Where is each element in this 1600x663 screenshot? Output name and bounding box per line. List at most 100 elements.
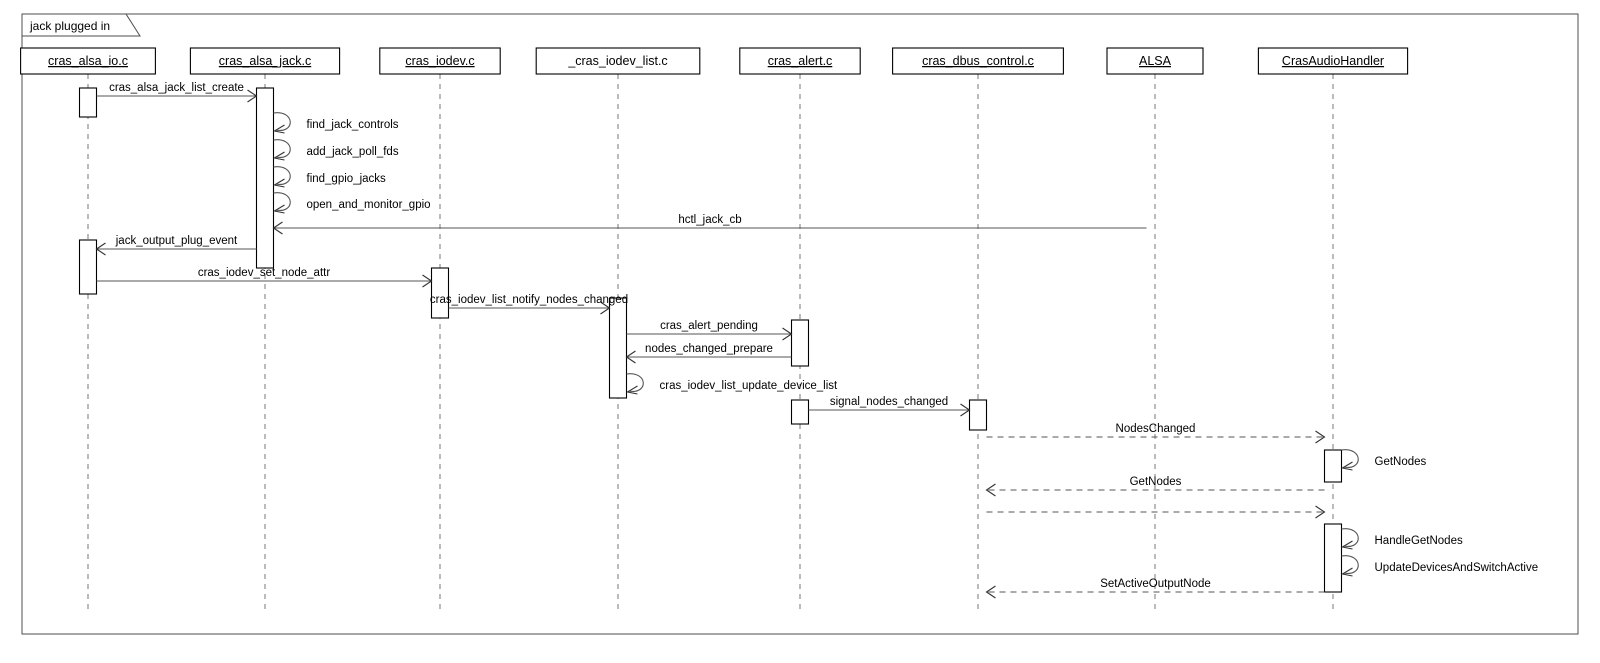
message-signal_nodes_changed: signal_nodes_changed xyxy=(808,396,971,417)
participant-label: cras_dbus_control.c xyxy=(922,54,1034,68)
lifelines-group xyxy=(87,74,1334,610)
message-label: SetActiveOutputNode xyxy=(1100,578,1211,590)
self-message-GetNodes: GetNodes xyxy=(1340,449,1427,471)
self-call-arc xyxy=(273,112,291,131)
frame-tab xyxy=(21,13,141,37)
message-label: cras_alert_pending xyxy=(660,320,758,332)
arrowhead xyxy=(272,204,285,214)
frame-label: jack plugged in xyxy=(29,19,110,33)
participant-label: CrasAudioHandler xyxy=(1282,54,1384,68)
self-message-open_and_monitor_gpio: open_and_monitor_gpio xyxy=(272,192,431,214)
message-jack_output_plug_event: jack_output_plug_event xyxy=(95,235,257,256)
self-message-label: find_jack_controls xyxy=(307,119,399,131)
arrowhead xyxy=(960,403,971,417)
arrowhead xyxy=(272,124,285,134)
participant-cras_dbus_control[interactable]: cras_dbus_control.c xyxy=(892,47,1064,75)
self-message-label: HandleGetNodes xyxy=(1375,535,1463,547)
participant-box[interactable] xyxy=(1257,47,1409,75)
activation-bar-cras_dbus_control xyxy=(968,399,988,431)
participant-label: cras_iodev.c xyxy=(405,54,474,68)
arrowhead xyxy=(272,178,285,188)
participant-cras_iodev[interactable]: cras_iodev.c xyxy=(379,47,501,75)
arrowhead xyxy=(625,350,636,364)
arrowhead xyxy=(1315,505,1326,519)
activation-bars-group xyxy=(78,87,1343,593)
arrowhead xyxy=(782,327,793,341)
message-unlabeled-10 xyxy=(986,505,1326,519)
activation-bar-cras_alsa_io xyxy=(78,239,98,295)
arrowhead xyxy=(247,89,258,103)
activation-bar-cras_iodev_list xyxy=(608,297,628,399)
participant-cras_alsa_jack[interactable]: cras_alsa_jack.c xyxy=(189,47,341,75)
message-cras_iodev_set_node_attr: cras_iodev_set_node_attr xyxy=(96,267,433,288)
participant-box[interactable] xyxy=(20,47,156,75)
message-label: NodesChanged xyxy=(1116,423,1196,435)
message-label: cras_iodev_set_node_attr xyxy=(198,267,331,279)
activation-bar-cras_alsa_jack xyxy=(255,87,275,269)
participant-cras_alsa_io[interactable]: cras_alsa_io.c xyxy=(20,47,156,75)
self-call-arc xyxy=(1341,528,1359,547)
participant-box[interactable] xyxy=(892,47,1064,75)
messages-group: cras_alsa_jack_list_create hctl_jack_cbja… xyxy=(95,82,1326,599)
self-call-arc xyxy=(273,139,291,158)
message-cras_alsa_jack_list_create: cras_alsa_jack_list_create xyxy=(96,82,258,103)
message-nodes_changed_prepare: nodes_changed_prepare xyxy=(625,343,792,364)
self-message-HandleGetNodes: HandleGetNodes xyxy=(1340,528,1463,550)
self-message-cras_iodev_list_update_device_list: cras_iodev_list_update_device_list xyxy=(625,373,838,395)
message-GetNodes: GetNodes xyxy=(985,476,1325,497)
activation-bar-cras_audio_handler xyxy=(1323,523,1343,593)
activation-bar-cras_audio_handler xyxy=(1323,449,1343,483)
participant-box[interactable] xyxy=(739,47,861,75)
message-SetActiveOutputNode: SetActiveOutputNode xyxy=(985,578,1325,599)
self-message-label: UpdateDevicesAndSwitchActive xyxy=(1375,562,1539,574)
participant-box[interactable] xyxy=(535,47,701,75)
participant-cras_alert[interactable]: cras_alert.c xyxy=(739,47,861,75)
participant-box[interactable] xyxy=(379,47,501,75)
arrowhead xyxy=(1340,461,1353,471)
participant-box[interactable] xyxy=(189,47,341,75)
participant-label: cras_alsa_io.c xyxy=(48,54,128,68)
self-call-arc xyxy=(1341,449,1359,468)
arrowhead xyxy=(272,221,283,235)
self-message-find_gpio_jacks: find_gpio_jacks xyxy=(272,166,386,188)
participant-cras_iodev_list[interactable]: _cras_iodev_list.c xyxy=(535,47,701,75)
arrowhead xyxy=(95,242,106,256)
self-call-arc xyxy=(273,192,291,211)
arrowhead xyxy=(625,385,638,395)
message-cras_alert_pending: cras_alert_pending xyxy=(626,320,793,341)
self-message-UpdateDevicesAndSwitchActive: UpdateDevicesAndSwitchActive xyxy=(1340,555,1539,577)
participant-label: cras_alert.c xyxy=(768,54,833,68)
arrowhead xyxy=(1340,540,1353,550)
frame-border xyxy=(21,13,1579,635)
activation-bar-cras_alert xyxy=(790,319,810,367)
self-call-arc xyxy=(626,373,644,392)
message-label: cras_alsa_jack_list_create xyxy=(109,82,244,94)
message-label: hctl_jack_cb xyxy=(678,214,741,226)
arrowhead xyxy=(985,483,996,497)
arrowhead xyxy=(422,274,433,288)
message-label: jack_output_plug_event xyxy=(115,235,238,247)
self-message-find_jack_controls: find_jack_controls xyxy=(272,112,399,134)
message-NodesChanged: NodesChanged xyxy=(986,423,1326,444)
participant-alsa[interactable]: ALSA xyxy=(1106,47,1204,75)
self-call-arc xyxy=(273,166,291,185)
participant-cras_audio_handler[interactable]: CrasAudioHandler xyxy=(1257,47,1409,75)
message-label: nodes_changed_prepare xyxy=(645,343,773,355)
message-label: signal_nodes_changed xyxy=(830,396,948,408)
arrowhead xyxy=(1315,430,1326,444)
arrowhead xyxy=(272,151,285,161)
self-message-label: GetNodes xyxy=(1375,456,1427,468)
participant-label: cras_alsa_jack.c xyxy=(219,54,311,68)
participant-label: ALSA xyxy=(1139,54,1172,68)
activation-bar-cras_iodev xyxy=(430,267,450,319)
participant-label: _cras_iodev_list.c xyxy=(567,54,667,68)
arrowhead xyxy=(985,585,996,599)
message-label: cras_iodev_list_notify_nodes_changed xyxy=(430,294,628,306)
activation-bar-cras_alert xyxy=(790,399,810,425)
arrowhead xyxy=(600,301,611,315)
participant-box[interactable] xyxy=(1106,47,1204,75)
message-hctl_jack_cb: hctl_jack_cb xyxy=(272,214,1147,235)
message-label: GetNodes xyxy=(1130,476,1182,488)
